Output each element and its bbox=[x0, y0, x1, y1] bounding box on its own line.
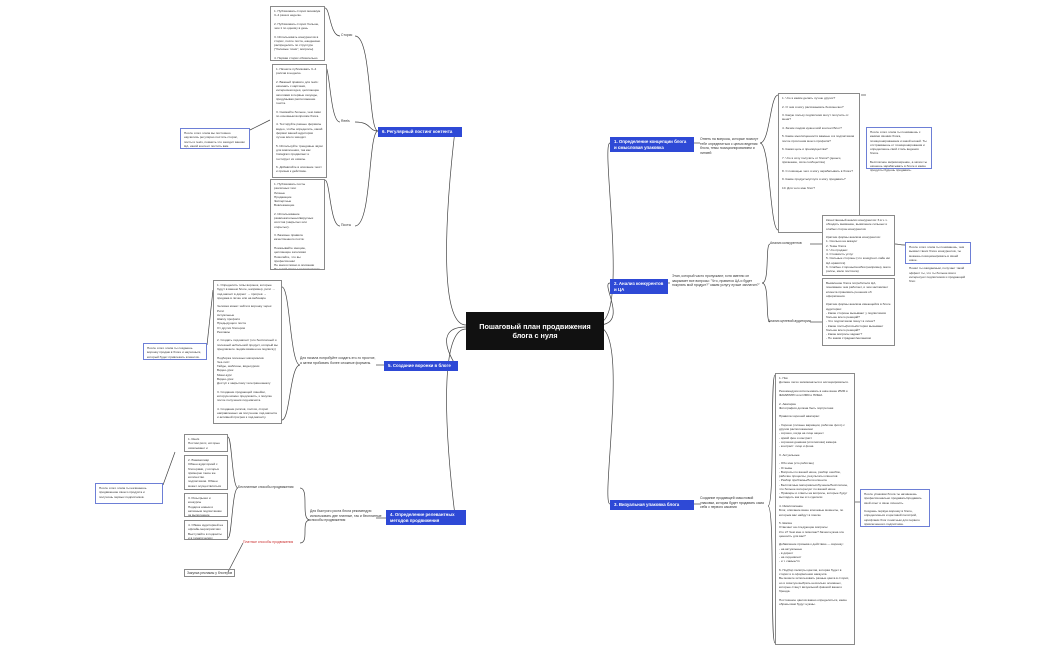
branch-6-reels-label: Reels bbox=[341, 119, 350, 123]
branch-2-audience-card: Выявление блога потребителя ЦА, понимани… bbox=[822, 278, 895, 346]
branch-4-free-methods-label: Бесплатные способы продвижения bbox=[238, 485, 294, 489]
branch-3-visual-card: 1. Ник Должен легко запоминаться и ассоц… bbox=[775, 373, 855, 645]
branch-6-reels-card: 1. Начните публиковать 3–4 рилсов в неде… bbox=[272, 64, 327, 178]
branch-1-summary-note: После этого этапа ты понимаешь с какими … bbox=[866, 127, 932, 172]
branch-1-description: Ответь на вопросы, которые помогут тебе … bbox=[700, 137, 759, 155]
branch-3-visual[interactable]: 3. Визуальная упаковка блога bbox=[610, 500, 694, 510]
branch-4-promotion[interactable]: 4. Определение релевантных методов продв… bbox=[386, 510, 466, 526]
central-topic[interactable]: Пошаговый план продвижения блога с нуля bbox=[466, 312, 604, 350]
branch-5-description: Для начала попробуйте создать это-то про… bbox=[300, 356, 376, 365]
branch-5-funnel[interactable]: 5. Создание воронки в блоге bbox=[384, 361, 458, 371]
branch-6-posts-card: 1. Публиковать посты различных тем: Личн… bbox=[270, 179, 325, 270]
branch-2-competitors-label: Анализ конкурентов bbox=[770, 241, 802, 245]
branch-2-competitors-card: Качественный анализ конкурентов: 6 в ч.ч… bbox=[822, 215, 895, 276]
branch-2-summary-note: После этого этапа ты понимаешь, чем вызв… bbox=[905, 242, 971, 283]
branch-4-collab-card: 2. Взаимопиар Обмен аудиторией с блогера… bbox=[184, 455, 228, 490]
branch-2-description: Этап, который часто пропускают, хотя име… bbox=[672, 274, 760, 288]
branch-1-concept[interactable]: 1. Определение концепции блога и смыслов… bbox=[610, 137, 694, 153]
branch-4-summary-note: После этого этапа ты начинаешь продвижен… bbox=[95, 483, 163, 504]
branch-4-offline-card: 4. Обмен аудиторией на офлайн-мероприяти… bbox=[184, 520, 228, 540]
branch-2-analysis[interactable]: 2. Анализ конкурентов и ЦА bbox=[610, 279, 668, 295]
branch-6-posts-label: Посты bbox=[341, 223, 352, 227]
branch-4-giveaways-card: 3. Розыгрыши и конкурсы Подарок новым и … bbox=[184, 493, 228, 517]
branch-4-description: Для быстрого роста блога рекомендую испо… bbox=[310, 509, 382, 523]
branch-4-paid-methods-label: Платные способы продвижения bbox=[243, 540, 294, 544]
branch-6-stories-card: 1. Публиковать сторис минимум 3–4 раза в… bbox=[270, 6, 325, 61]
branch-3-summary-note: После упаковки блога ты начинаешь профес… bbox=[860, 489, 930, 527]
branch-2-audience-label: Анализ целевой аудитории bbox=[768, 319, 811, 323]
branch-6-summary-note: После этого этапа вы постоянно научились… bbox=[180, 128, 250, 149]
branch-3-description: Создание продающей смысловой упаковки, к… bbox=[700, 496, 764, 510]
branch-5-summary-note: После этого этапа ты создаешь воронку пр… bbox=[143, 343, 207, 360]
branch-4-paid-item: Закупка рекламы у блогеров bbox=[184, 569, 236, 577]
branch-6-stories-label: Сторис bbox=[341, 33, 353, 37]
branch-5-funnel-card: 1. Определить типы воронок, которые буду… bbox=[213, 280, 282, 424]
branch-6-posting[interactable]: 6. Регулярный постинг контента bbox=[378, 127, 462, 137]
branch-4-reels-card: 1. Reels Постим рилс, которые охватывают… bbox=[184, 434, 228, 452]
branch-1-questions-card: 1. Что я каким делать лучше других? 2. О… bbox=[778, 93, 860, 233]
